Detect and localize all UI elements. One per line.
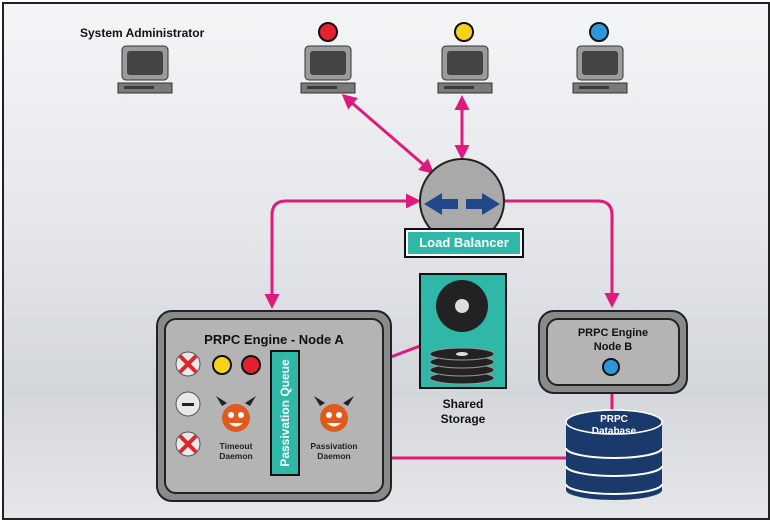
- database-icon: [565, 409, 663, 500]
- arrow-left-icon: [424, 193, 458, 215]
- storage-label-line2: Storage: [440, 412, 486, 426]
- connector-lb-node-a: [264, 193, 421, 309]
- session-red-icon: [241, 355, 261, 375]
- session-yellow-icon: [212, 355, 232, 375]
- node-b-title-line2: Node B: [593, 341, 633, 353]
- arrow-right-icon: [466, 193, 500, 215]
- storage-label: Shared Storage: [428, 397, 498, 427]
- passivation-daemon-icon: [314, 396, 354, 432]
- connector-storage-node-a: [387, 344, 421, 360]
- session-terminated-icon-2: [175, 431, 201, 457]
- passivation-daemon-line1: Passivation: [310, 441, 358, 451]
- database-label: PRPC Database: [574, 414, 654, 438]
- client-yellow-status-dot: [454, 22, 474, 42]
- connector-lb-node-b: [505, 199, 620, 308]
- timeout-daemon-line2: Daemon: [219, 451, 253, 461]
- timeout-daemon-icon: [216, 396, 256, 432]
- database-label-line2: Database: [591, 426, 637, 437]
- session-passivated-icon: [175, 391, 201, 417]
- computer-icon-admin: [117, 45, 173, 94]
- timeout-daemon-label: Timeout Daemon: [210, 441, 262, 461]
- session-terminated-icon-1: [175, 351, 201, 377]
- timeout-daemon-line1: Timeout: [219, 441, 253, 451]
- admin-label: System Administrator: [80, 26, 205, 40]
- computer-icon-client-blue: [572, 45, 628, 94]
- connector-client-red-lb: [341, 94, 435, 174]
- node-b-session-blue: [602, 358, 620, 376]
- passivation-daemon-label: Passivation Daemon: [302, 441, 366, 461]
- load-balancer-label: Load Balancer: [404, 228, 524, 258]
- database-label-line1: PRPC: [600, 414, 628, 425]
- computer-icon-client-yellow: [437, 45, 493, 94]
- node-b-title: PRPC Engine Node B: [548, 326, 678, 354]
- node-b-title-line1: PRPC Engine: [577, 327, 649, 339]
- passivation-queue: Passivation Queue: [270, 350, 300, 476]
- shared-storage-icon: [419, 273, 507, 389]
- node-a-title: PRPC Engine - Node A: [204, 332, 344, 347]
- passivation-daemon-line2: Daemon: [317, 451, 351, 461]
- storage-label-line1: Shared: [442, 397, 484, 411]
- computer-icon-client-red: [300, 45, 356, 94]
- client-red-status-dot: [318, 22, 338, 42]
- client-blue-status-dot: [589, 22, 609, 42]
